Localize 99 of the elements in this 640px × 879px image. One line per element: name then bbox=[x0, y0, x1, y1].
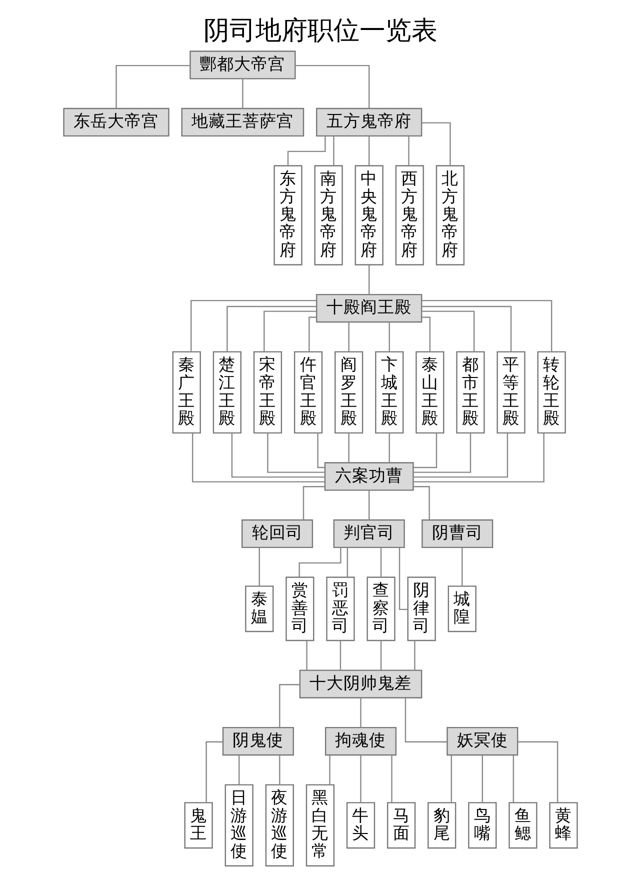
connector bbox=[388, 432, 390, 462]
connector bbox=[191, 433, 324, 482]
connector bbox=[306, 640, 307, 670]
node-box: 黄蜂 bbox=[548, 802, 578, 849]
connector bbox=[238, 755, 240, 785]
connector bbox=[226, 306, 316, 352]
connector bbox=[412, 433, 437, 468]
node-box: 鱼鳃 bbox=[508, 802, 537, 849]
connector bbox=[368, 136, 370, 166]
connector bbox=[190, 300, 316, 352]
connector bbox=[421, 310, 474, 352]
node-box: 查察司 bbox=[366, 576, 395, 642]
connector bbox=[302, 486, 324, 520]
connector bbox=[316, 433, 324, 468]
node-box: 五方鬼帝府 bbox=[316, 108, 422, 137]
node-box: 罚恶司 bbox=[326, 576, 354, 642]
connector bbox=[421, 300, 552, 352]
connector bbox=[278, 755, 280, 785]
node-box: 卞城王殿 bbox=[374, 351, 404, 434]
node-box: 判官司 bbox=[332, 519, 404, 548]
node-box: 东方鬼帝府 bbox=[273, 165, 302, 266]
connector bbox=[404, 698, 447, 742]
connector bbox=[408, 136, 409, 166]
connector bbox=[517, 741, 558, 803]
connector bbox=[512, 755, 514, 803]
node-box: 妖冥使 bbox=[446, 726, 518, 756]
node-box: 城隍 bbox=[447, 586, 476, 632]
node-box: 拘魂使 bbox=[324, 726, 396, 756]
connector bbox=[346, 548, 348, 578]
connector bbox=[398, 548, 407, 610]
connector bbox=[412, 433, 508, 478]
node-box: 南方鬼帝府 bbox=[314, 165, 342, 266]
connector bbox=[308, 316, 316, 352]
connector bbox=[266, 433, 324, 473]
node-box: 牛头 bbox=[346, 802, 375, 849]
connector bbox=[242, 78, 243, 109]
node-box: 阴鬼使 bbox=[222, 726, 294, 756]
node-box: 阎罗王殿 bbox=[334, 351, 363, 434]
node-box: 地藏王菩萨宫 bbox=[180, 108, 304, 137]
node-box: 西方鬼帝府 bbox=[394, 165, 424, 266]
node-box: 赏善司 bbox=[285, 576, 314, 642]
node-box: 泰媪 bbox=[244, 586, 274, 632]
node-box: 楚江王殿 bbox=[212, 351, 241, 434]
connector bbox=[412, 433, 471, 473]
connector bbox=[339, 640, 341, 670]
connector bbox=[205, 741, 222, 803]
connector bbox=[421, 306, 512, 352]
connector bbox=[414, 640, 415, 670]
connector bbox=[388, 322, 390, 352]
node-box: 六案功曹 bbox=[324, 462, 414, 491]
node-box: 豹尾 bbox=[427, 802, 456, 849]
node-box: 仵官王殿 bbox=[293, 351, 322, 434]
connector bbox=[230, 433, 324, 478]
connector bbox=[380, 548, 382, 578]
node-box: 鸟嘴 bbox=[468, 802, 496, 849]
connector bbox=[258, 548, 260, 586]
node-box: 轮回司 bbox=[240, 519, 313, 548]
connector bbox=[115, 65, 190, 108]
node-box: 转轮王殿 bbox=[536, 351, 566, 434]
connector bbox=[360, 755, 361, 803]
node-box: 十殿阎王殿 bbox=[316, 294, 422, 323]
node-box: 日游巡使 bbox=[224, 784, 253, 866]
node-box: 宋帝王殿 bbox=[252, 351, 282, 434]
connector bbox=[421, 122, 450, 166]
connector bbox=[278, 684, 300, 727]
node-box: 平等王殿 bbox=[496, 351, 525, 434]
connector bbox=[481, 755, 482, 803]
node-box: 阴律司 bbox=[406, 576, 436, 642]
connector bbox=[461, 548, 462, 586]
connector bbox=[263, 310, 316, 352]
node-box: 中央鬼帝府 bbox=[354, 165, 383, 266]
node-box: 北方鬼帝府 bbox=[435, 165, 464, 266]
node-box: 泰山王殿 bbox=[415, 351, 444, 434]
node-box: 东岳大帝宫 bbox=[62, 108, 169, 137]
connector bbox=[450, 755, 452, 803]
node-box: 十大阴帅鬼差 bbox=[298, 670, 422, 698]
connector bbox=[413, 486, 430, 520]
connector bbox=[380, 640, 382, 670]
node-box: 马面 bbox=[386, 802, 416, 849]
connector bbox=[348, 322, 349, 352]
node-box: 都市王殿 bbox=[456, 351, 484, 434]
connector bbox=[348, 432, 349, 462]
connector bbox=[328, 755, 330, 785]
node-box: 鬼王 bbox=[184, 802, 212, 849]
diagram-title: 阴司地府职位一览表 bbox=[203, 16, 437, 46]
connector bbox=[332, 136, 334, 166]
connector bbox=[368, 490, 370, 520]
node-box: 黑白无常 bbox=[305, 784, 334, 866]
node-box: 秦广王殿 bbox=[172, 351, 200, 434]
node-box: 夜游巡使 bbox=[264, 784, 294, 866]
connector bbox=[294, 65, 370, 108]
connector bbox=[421, 316, 430, 352]
node-box: 酆都大帝宫 bbox=[189, 50, 296, 80]
connector bbox=[368, 265, 370, 294]
connector bbox=[390, 755, 392, 803]
node-box: 阴曹司 bbox=[421, 519, 493, 548]
connector bbox=[360, 698, 361, 728]
connector bbox=[286, 136, 326, 166]
connector bbox=[413, 433, 544, 482]
